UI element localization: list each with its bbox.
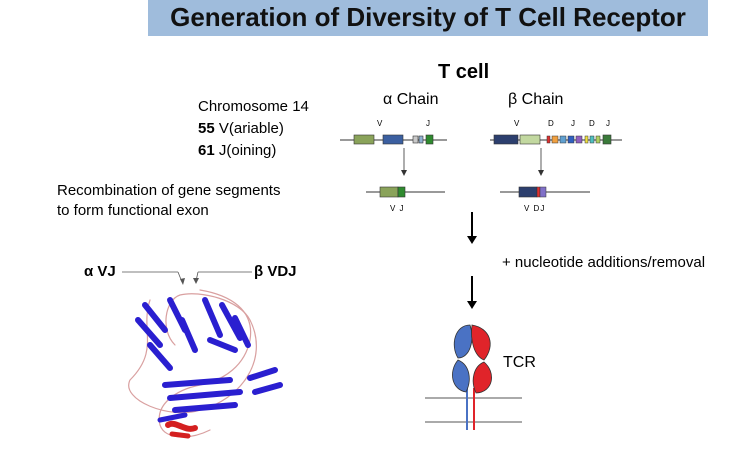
beta-v-segment <box>493 134 519 145</box>
t-cell-label: T cell <box>438 61 490 83</box>
beta-c-domain <box>472 361 492 394</box>
alpha-j-segment-1 <box>412 135 419 144</box>
beta-j-segment-2 <box>559 135 567 144</box>
beta-c-segment-2 <box>602 134 612 145</box>
slide-title: Generation of Diversity of T Cell Recept… <box>170 2 686 32</box>
alpha-v-segment-2 <box>382 134 404 145</box>
beta-rearranged-v <box>518 186 538 198</box>
alpha-rearranged-j <box>397 186 406 198</box>
beta-rearranged-j <box>539 186 547 198</box>
beta-d-segment-1 <box>546 135 551 144</box>
tcr-membrane-diagram <box>425 324 522 430</box>
alpha-v-segment-1 <box>353 134 375 145</box>
chromosome-label: Chromosome 14 <box>198 98 309 115</box>
beta-vdj-pointer-head <box>193 278 199 284</box>
nucleotide-additions-text: + nucleotide additions/removal <box>502 254 706 271</box>
alpha-rearranged-v <box>379 186 399 198</box>
v-count: 55 <box>198 120 215 137</box>
beta-c-segment-1 <box>575 135 583 144</box>
alpha-chain-label: α Chain <box>383 91 439 108</box>
alpha-j-segment-2 <box>418 135 424 144</box>
process-arrowhead-1 <box>467 236 477 244</box>
tcr-label: TCR <box>503 354 536 371</box>
beta-j-segment-5 <box>595 135 601 144</box>
alpha-vj-label: α VJ <box>84 263 116 280</box>
alpha-seg-label-v: V <box>377 119 384 128</box>
recombination-text-line-2: to form functional exon <box>57 202 209 219</box>
alpha-seg-label-j: J <box>426 119 431 128</box>
recombination-text-line-1: Recombination of gene segments <box>57 182 281 199</box>
process-arrowhead-2 <box>467 301 477 309</box>
alpha-j-segment-3 <box>425 134 434 145</box>
alpha-vj-pointer-head <box>180 278 185 285</box>
j-text: J(oining) <box>218 142 277 159</box>
beta-v-domain <box>471 324 491 361</box>
beta-d-segment-2 <box>584 135 589 144</box>
beta-j-segment-1 <box>551 135 559 144</box>
alpha-rearranged-label: V J <box>390 204 405 213</box>
j-count: 61 <box>198 142 215 159</box>
title-bar <box>148 0 708 36</box>
beta-rearrange-arrowhead <box>538 170 544 176</box>
beta-vdj-label: β VDJ <box>254 263 297 280</box>
v-count-line: 55 V(ariable) <box>198 120 284 138</box>
beta-j-segment-3 <box>567 135 575 144</box>
beta-seg-label-v: V <box>514 119 521 128</box>
tcr-protein-structure <box>128 289 283 439</box>
alpha-v-domain <box>453 324 473 359</box>
beta-v-segment-2 <box>519 134 541 145</box>
beta-rearranged-d <box>536 186 541 198</box>
beta-j-segment-4 <box>589 135 595 144</box>
beta-chain-label: β Chain <box>508 91 564 108</box>
beta-seg-label-d1: D <box>548 119 555 128</box>
j-count-line: 61 J(oining) <box>198 142 276 160</box>
alpha-rearrange-arrowhead <box>401 170 407 176</box>
beta-seg-label-j2: J <box>606 119 611 128</box>
v-text: V(ariable) <box>218 120 284 137</box>
alpha-c-domain <box>452 359 470 393</box>
beta-rearranged-label: V DJ <box>524 204 546 213</box>
beta-seg-label-d2: D <box>589 119 596 128</box>
beta-seg-label-j1: J <box>571 119 576 128</box>
